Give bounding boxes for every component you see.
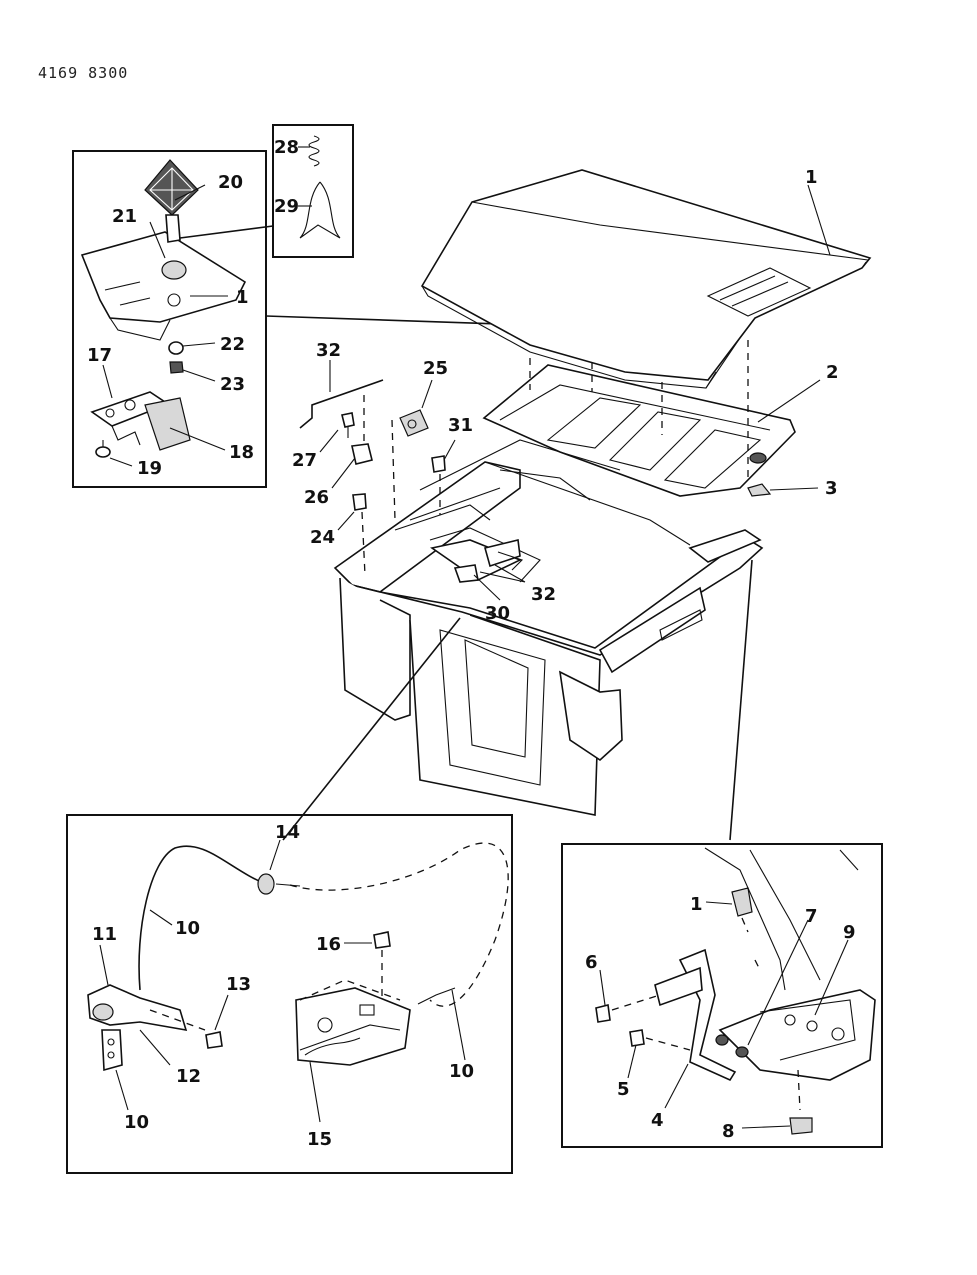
- callout-3: 3: [825, 478, 838, 499]
- callout-32-top: 32: [316, 340, 341, 361]
- callout-28: 28: [274, 137, 299, 158]
- callout-24: 24: [310, 527, 335, 548]
- bumper-icon: [399, 409, 429, 437]
- callout-5: 5: [617, 1079, 630, 1100]
- prop-rod: [299, 379, 384, 429]
- callout-23: 23: [220, 374, 245, 395]
- callout-16: 16: [316, 934, 341, 955]
- callout-1-inset-right: 1: [690, 894, 703, 915]
- callout-11: 11: [92, 924, 117, 945]
- callout-10-right: 10: [449, 1061, 474, 1082]
- callout-6: 6: [585, 952, 598, 973]
- callout-1-hood: 1: [805, 167, 818, 188]
- callout-32-clips: 32: [531, 584, 556, 605]
- callout-19: 19: [137, 458, 162, 479]
- callout-22: 22: [220, 334, 245, 355]
- callout-4: 4: [651, 1110, 664, 1131]
- callout-8: 8: [722, 1121, 735, 1142]
- front-end-frame: [333, 439, 764, 816]
- hood-insulator: [482, 364, 796, 497]
- callout-17: 17: [87, 345, 112, 366]
- callout-7: 7: [805, 906, 818, 927]
- callout-12: 12: [176, 1066, 201, 1087]
- hood: [420, 169, 872, 389]
- document-id: 4169 8300: [38, 64, 129, 82]
- release-cable-inset-box: [66, 814, 513, 1174]
- spring-clip-inset-box: 28 29: [272, 124, 354, 258]
- callout-10-bottom: 10: [124, 1112, 149, 1133]
- latch-hinge-inset-box: [561, 843, 883, 1148]
- callout-29: 29: [274, 196, 299, 217]
- callout-1-inset-left: 1: [236, 287, 249, 308]
- callout-26: 26: [304, 487, 329, 508]
- callout-25: 25: [423, 358, 448, 379]
- callout-18: 18: [229, 442, 254, 463]
- clip-icon: [299, 181, 341, 239]
- spring-icon: [308, 135, 320, 167]
- callout-21: 21: [112, 206, 137, 227]
- ornament-inset-box: 20 21 1 22 23 17 18 19: [72, 150, 267, 488]
- callout-31: 31: [448, 415, 473, 436]
- callout-2: 2: [826, 362, 839, 383]
- ornament-icon: [144, 159, 199, 216]
- callout-30: 30: [485, 603, 510, 624]
- callout-10-top: 10: [175, 918, 200, 939]
- callout-15: 15: [307, 1129, 332, 1150]
- callout-13: 13: [226, 974, 251, 995]
- callout-20: 20: [218, 172, 243, 193]
- callout-9: 9: [843, 922, 856, 943]
- callout-14: 14: [275, 822, 300, 843]
- callout-27: 27: [292, 450, 317, 471]
